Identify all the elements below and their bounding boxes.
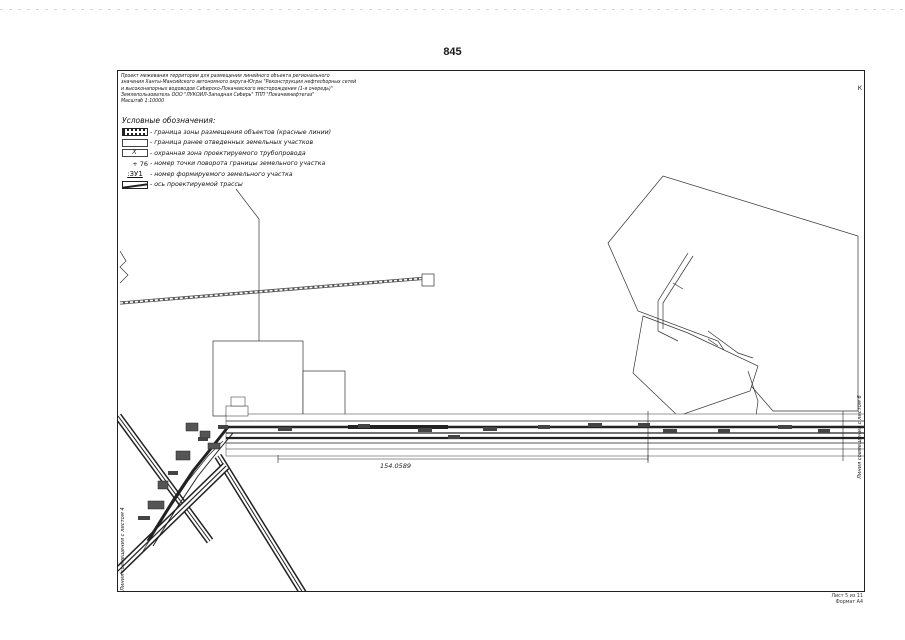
building-plot-a bbox=[212, 340, 304, 417]
legend-item-turn-point: + 76 - номер точки поворота границы земе… bbox=[122, 159, 382, 170]
dimension-label: 154.0589 bbox=[380, 462, 412, 470]
red-line-hatch-icon bbox=[122, 128, 148, 137]
title-line-1: Проект межевания территории для размещен… bbox=[121, 73, 330, 79]
title-block: Проект межевания территории для размещен… bbox=[121, 73, 441, 104]
legend-label: - номер точки поворота границы земельног… bbox=[150, 160, 326, 168]
legend-item-red-lines: - граница зоны размещения объектов (крас… bbox=[122, 127, 382, 138]
scan-artifact-line bbox=[0, 9, 905, 10]
legend: Условные обозначения: - граница зоны раз… bbox=[122, 116, 382, 190]
sheet-format: Формат А4 bbox=[835, 600, 863, 605]
sheet-info: Лист 5 из 11 Формат А4 bbox=[818, 594, 863, 606]
inner-parcel bbox=[632, 315, 759, 417]
corridor-point-labels bbox=[138, 423, 830, 520]
inner-outline-4 bbox=[747, 370, 759, 417]
legend-label: - охранная зона проектируемого трубопров… bbox=[150, 149, 306, 157]
legend-item-previous-parcels: - граница ранее отведенных земельных уча… bbox=[122, 138, 382, 149]
road-diagonal-1 bbox=[118, 413, 214, 544]
dimension-line bbox=[277, 455, 649, 463]
inner-outline-2 bbox=[662, 255, 694, 329]
legend-item-guard-zone: - охранная зона проектируемого трубопров… bbox=[122, 148, 382, 159]
title-line-5: Масштаб 1:10000 bbox=[121, 98, 165, 105]
axis-line-icon bbox=[122, 180, 148, 189]
legend-label: - номер формируемого земельного участка bbox=[150, 170, 293, 178]
map-frame[interactable]: Проект межевания территории для размещен… bbox=[117, 70, 865, 592]
legend-item-axis: - ось проектируемой трассы bbox=[122, 180, 382, 191]
road-diagonal-3 bbox=[118, 462, 230, 575]
page-number: 845 bbox=[443, 46, 462, 58]
plot-number-icon: :ЗУ1 bbox=[127, 170, 143, 179]
legend-item-plot-number: :ЗУ1 - номер формируемого земельного уча… bbox=[122, 169, 382, 180]
legend-label: - граница зоны размещения объектов (крас… bbox=[150, 128, 332, 136]
large-parcel bbox=[607, 175, 859, 412]
building-plot-b bbox=[302, 370, 346, 422]
legend-label: - ось проектируемой трассы bbox=[150, 181, 243, 189]
legend-title: Условные обозначения: bbox=[122, 116, 216, 125]
title-line-2: значения Ханты-Мансийского автономного о… bbox=[121, 79, 357, 86]
legend-label: - граница ранее отведенных земельных уча… bbox=[150, 139, 314, 147]
sheet-number: Лист 5 из 11 bbox=[831, 594, 863, 599]
leader-line bbox=[235, 188, 260, 343]
right-match-line-label: Линия совмещения с листом 6 bbox=[857, 395, 863, 479]
left-match-line-label: Линия совмещения с листом 4 bbox=[120, 507, 126, 591]
guard-zone-box-icon bbox=[122, 148, 148, 158]
road-diagonal-2 bbox=[214, 453, 307, 591]
title-line-4: Землепользователь ООО "ЛУКОЙЛ-Западная С… bbox=[121, 91, 315, 98]
inner-outline-1 bbox=[657, 252, 689, 342]
title-line-3: и высоконапорных водоводов Сибирско-Пока… bbox=[121, 85, 334, 92]
corner-mark: К bbox=[857, 85, 862, 92]
junction-cluster bbox=[147, 396, 249, 510]
cadastral-map-drawing[interactable] bbox=[118, 71, 865, 592]
left-boundary bbox=[119, 250, 129, 284]
point-marker-icon: + 76 bbox=[132, 159, 148, 168]
road-upper bbox=[119, 273, 435, 305]
previous-parcel-box-icon bbox=[122, 138, 148, 147]
pipeline-corridor bbox=[225, 411, 864, 461]
inner-outline-3 bbox=[707, 330, 754, 359]
pipeline-branch bbox=[142, 426, 234, 552]
